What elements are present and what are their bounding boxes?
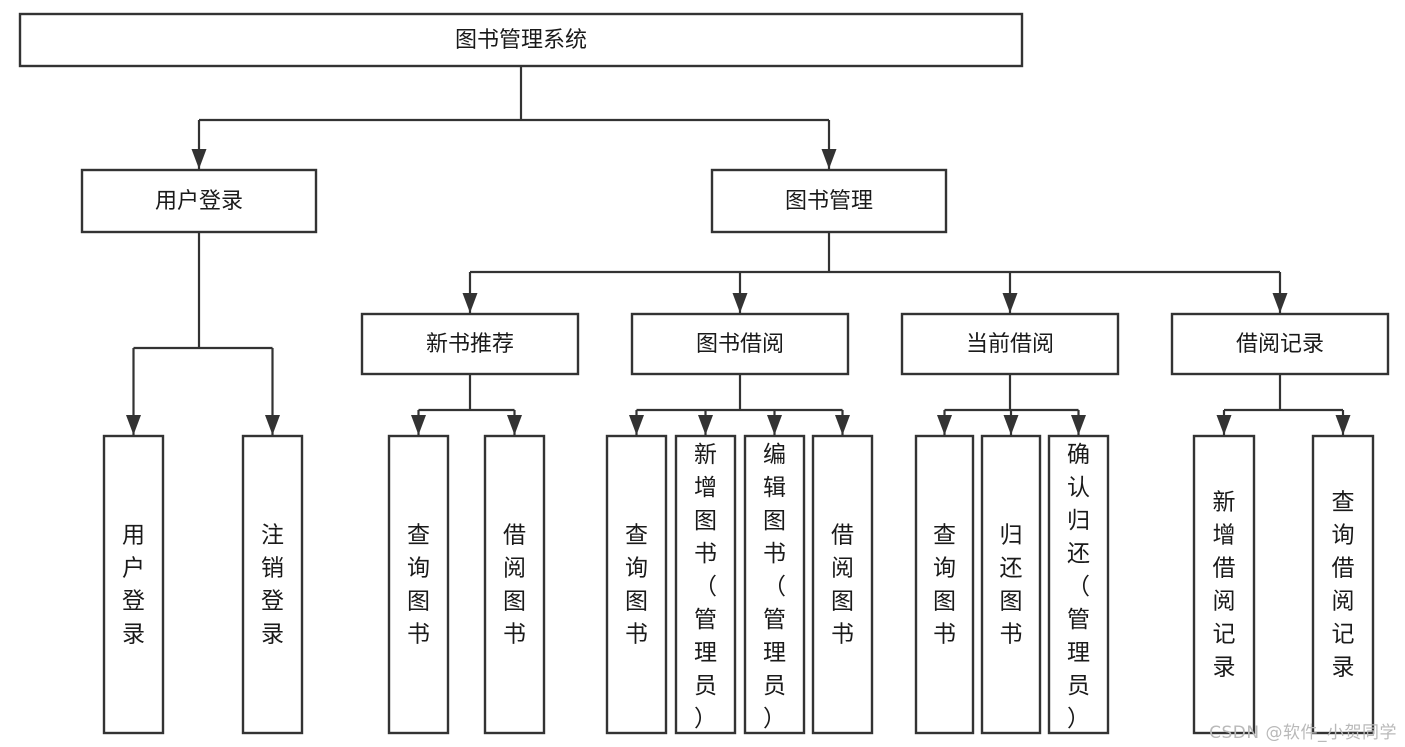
node-label-query-borrow-record: 查询借阅记录	[1332, 490, 1355, 681]
node-box-add-borrow-record	[1192, 434, 1256, 735]
node-box-borrow-book-1	[483, 434, 546, 735]
node-label-query-book-1: 查询图书	[407, 523, 430, 648]
connector-arrow	[507, 415, 522, 435]
node-box-book-manage	[710, 168, 948, 234]
node-user-login-do[interactable]: 用户登录	[102, 434, 165, 735]
node-new-book-rec[interactable]: 新书推荐	[360, 312, 580, 376]
node-borrow-record[interactable]: 借阅记录	[1170, 312, 1390, 376]
connector-arrow	[1071, 415, 1086, 435]
node-label-borrow-record: 借阅记录	[1236, 332, 1324, 357]
connector-arrow	[265, 415, 280, 435]
node-label-return-book: 归还图书	[1000, 523, 1023, 648]
connector-arrow	[767, 415, 782, 435]
node-label-current-borrow: 当前借阅	[966, 332, 1054, 357]
node-box-query-book-2	[605, 434, 668, 735]
node-label-borrow-book-2: 借阅图书	[831, 523, 854, 648]
node-add-borrow-record[interactable]: 新增借阅记录	[1192, 434, 1256, 735]
node-borrow-book-2[interactable]: 借阅图书	[811, 434, 874, 735]
connector-layer	[126, 66, 1351, 435]
node-box-edit-book-admin	[743, 434, 806, 735]
node-box-user-logout	[241, 434, 304, 735]
node-return-book[interactable]: 归还图书	[980, 434, 1042, 735]
node-box-root	[18, 12, 1024, 68]
node-query-borrow-record[interactable]: 查询借阅记录	[1311, 434, 1375, 735]
connector-arrow	[1002, 293, 1018, 313]
node-confirm-return-admin[interactable]: 确认归还（管理员）	[1047, 434, 1110, 735]
node-current-borrow[interactable]: 当前借阅	[900, 312, 1120, 376]
node-box-confirm-return-admin	[1047, 434, 1110, 735]
node-root[interactable]: 图书管理系统	[18, 12, 1024, 68]
node-borrow-book-1[interactable]: 借阅图书	[483, 434, 546, 735]
node-query-book-2[interactable]: 查询图书	[605, 434, 668, 735]
node-box-query-borrow-record	[1311, 434, 1375, 735]
connector-arrow	[732, 293, 748, 313]
connector-arrow	[411, 415, 426, 435]
connector-arrow	[1272, 293, 1288, 313]
node-box-add-book-admin	[674, 434, 737, 735]
node-add-book-admin[interactable]: 新增图书（管理员）	[674, 434, 737, 735]
node-box-query-book-3	[914, 434, 975, 735]
node-box-new-book-rec	[360, 312, 580, 376]
node-label-user-logout: 注销登录	[261, 523, 284, 648]
watermark-label: CSDN @软件_小贺同学	[1209, 723, 1397, 743]
node-book-manage[interactable]: 图书管理	[710, 168, 948, 234]
connector-arrow	[937, 415, 952, 435]
connector-arrow	[629, 415, 644, 435]
node-label-user-login-do: 用户登录	[122, 523, 145, 648]
node-label-book-manage: 图书管理	[785, 189, 873, 214]
node-box-borrow-record	[1170, 312, 1390, 376]
connector-arrow	[1003, 415, 1019, 435]
connector-arrow	[1216, 415, 1232, 435]
connector-arrow	[462, 293, 478, 313]
connector-arrow	[191, 149, 207, 169]
node-label-borrow-book-1: 借阅图书	[503, 523, 526, 648]
node-label-confirm-return-admin: 确认归还（管理员）	[1067, 442, 1090, 732]
connector-arrow	[1335, 415, 1351, 435]
node-label-query-book-2: 查询图书	[625, 523, 648, 648]
node-box-book-borrow	[630, 312, 850, 376]
node-label-new-book-rec: 新书推荐	[426, 332, 514, 357]
node-box-return-book	[980, 434, 1042, 735]
node-box-user-login	[80, 168, 318, 234]
node-box-query-book-1	[387, 434, 450, 735]
connector-arrow	[126, 415, 141, 435]
node-label-edit-book-admin: 编辑图书（管理员）	[763, 442, 786, 732]
node-label-add-book-admin: 新增图书（管理员）	[694, 442, 717, 732]
node-query-book-1[interactable]: 查询图书	[387, 434, 450, 735]
node-label-book-borrow: 图书借阅	[696, 332, 784, 357]
node-label-root: 图书管理系统	[455, 28, 587, 53]
node-edit-book-admin[interactable]: 编辑图书（管理员）	[743, 434, 806, 735]
node-user-login[interactable]: 用户登录	[80, 168, 318, 234]
node-box-current-borrow	[900, 312, 1120, 376]
node-query-book-3[interactable]: 查询图书	[914, 434, 975, 735]
node-label-add-borrow-record: 新增借阅记录	[1213, 490, 1236, 681]
connector-arrow	[835, 415, 850, 435]
node-layer: 图书管理系统用户登录用户登录注销登录图书管理新书推荐查询图书借阅图书图书借阅查询…	[18, 12, 1390, 735]
node-label-user-login: 用户登录	[155, 189, 243, 214]
node-box-borrow-book-2	[811, 434, 874, 735]
connector-arrow	[698, 415, 713, 435]
node-box-user-login-do	[102, 434, 165, 735]
node-user-logout[interactable]: 注销登录	[241, 434, 304, 735]
node-label-query-book-3: 查询图书	[933, 523, 956, 648]
node-book-borrow[interactable]: 图书借阅	[630, 312, 850, 376]
connector-arrow	[821, 149, 837, 169]
